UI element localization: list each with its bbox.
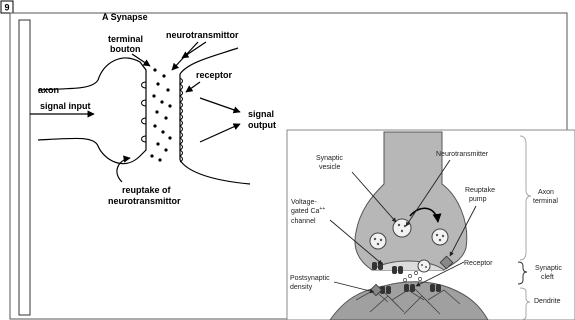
label-receptor: receptor [196, 70, 233, 80]
label-axon: axon [38, 85, 59, 95]
label-bouton: bouton [110, 44, 141, 54]
label-neurotransmitter: Neurotransmitter [436, 151, 489, 158]
label-output: output [248, 120, 276, 130]
label-dendrite: Dendrite [534, 298, 561, 305]
label-terminal: terminal [108, 34, 143, 44]
neurotransmitter-arrow-2 [182, 42, 206, 58]
receptor-zigzag [180, 78, 183, 162]
label-reuptake-of: reuptake of [122, 185, 172, 195]
presynaptic-loops [142, 82, 147, 142]
label-receptor-right: Receptor [464, 260, 493, 267]
label-reuptake-neurotransmittor: neurotransmittor [108, 196, 181, 206]
label-channel: channel [291, 218, 316, 225]
label-vesicle: vesicle [319, 164, 341, 171]
neurotransmitter-dots [150, 68, 171, 161]
dendrite-lower-outline [180, 160, 250, 184]
label-neurotransmittor: neurotransmittor [166, 30, 239, 40]
label-synaptic-cleft-1: Synaptic [535, 265, 562, 272]
corner-number-box: 9 [1, 1, 13, 13]
label-signal-input: signal input [40, 101, 91, 111]
reuptake-arrow [117, 158, 130, 182]
label-synaptic: Synaptic [316, 155, 343, 162]
label-synaptic-cleft-2: cleft [541, 274, 554, 281]
label-density: density [290, 284, 313, 291]
label-axon-right: Axon [538, 189, 554, 196]
label-voltage: Voltage- [291, 199, 317, 206]
left-arrows [30, 42, 240, 182]
label-reuptake: Reuptake [465, 187, 495, 194]
right-synapse-diagram: Synaptic vesicle Neurotransmitter Reupta… [287, 130, 575, 320]
left-synapse-diagram: A Synapse terminal bouton neurotransmitt… [30, 12, 276, 206]
label-terminal-right: terminal [533, 198, 558, 205]
label-pump: pump [469, 196, 487, 203]
corner-number: 9 [4, 3, 9, 13]
receptor-arrow [186, 82, 200, 92]
vertical-scrollbar[interactable] [19, 20, 30, 315]
label-signal: signal [248, 109, 274, 119]
label-postsynaptic: Postsynaptic [290, 275, 330, 282]
signal-output-arrow-1 [200, 98, 240, 112]
signal-output-arrow-2 [200, 124, 240, 142]
left-title: A Synapse [102, 12, 148, 22]
